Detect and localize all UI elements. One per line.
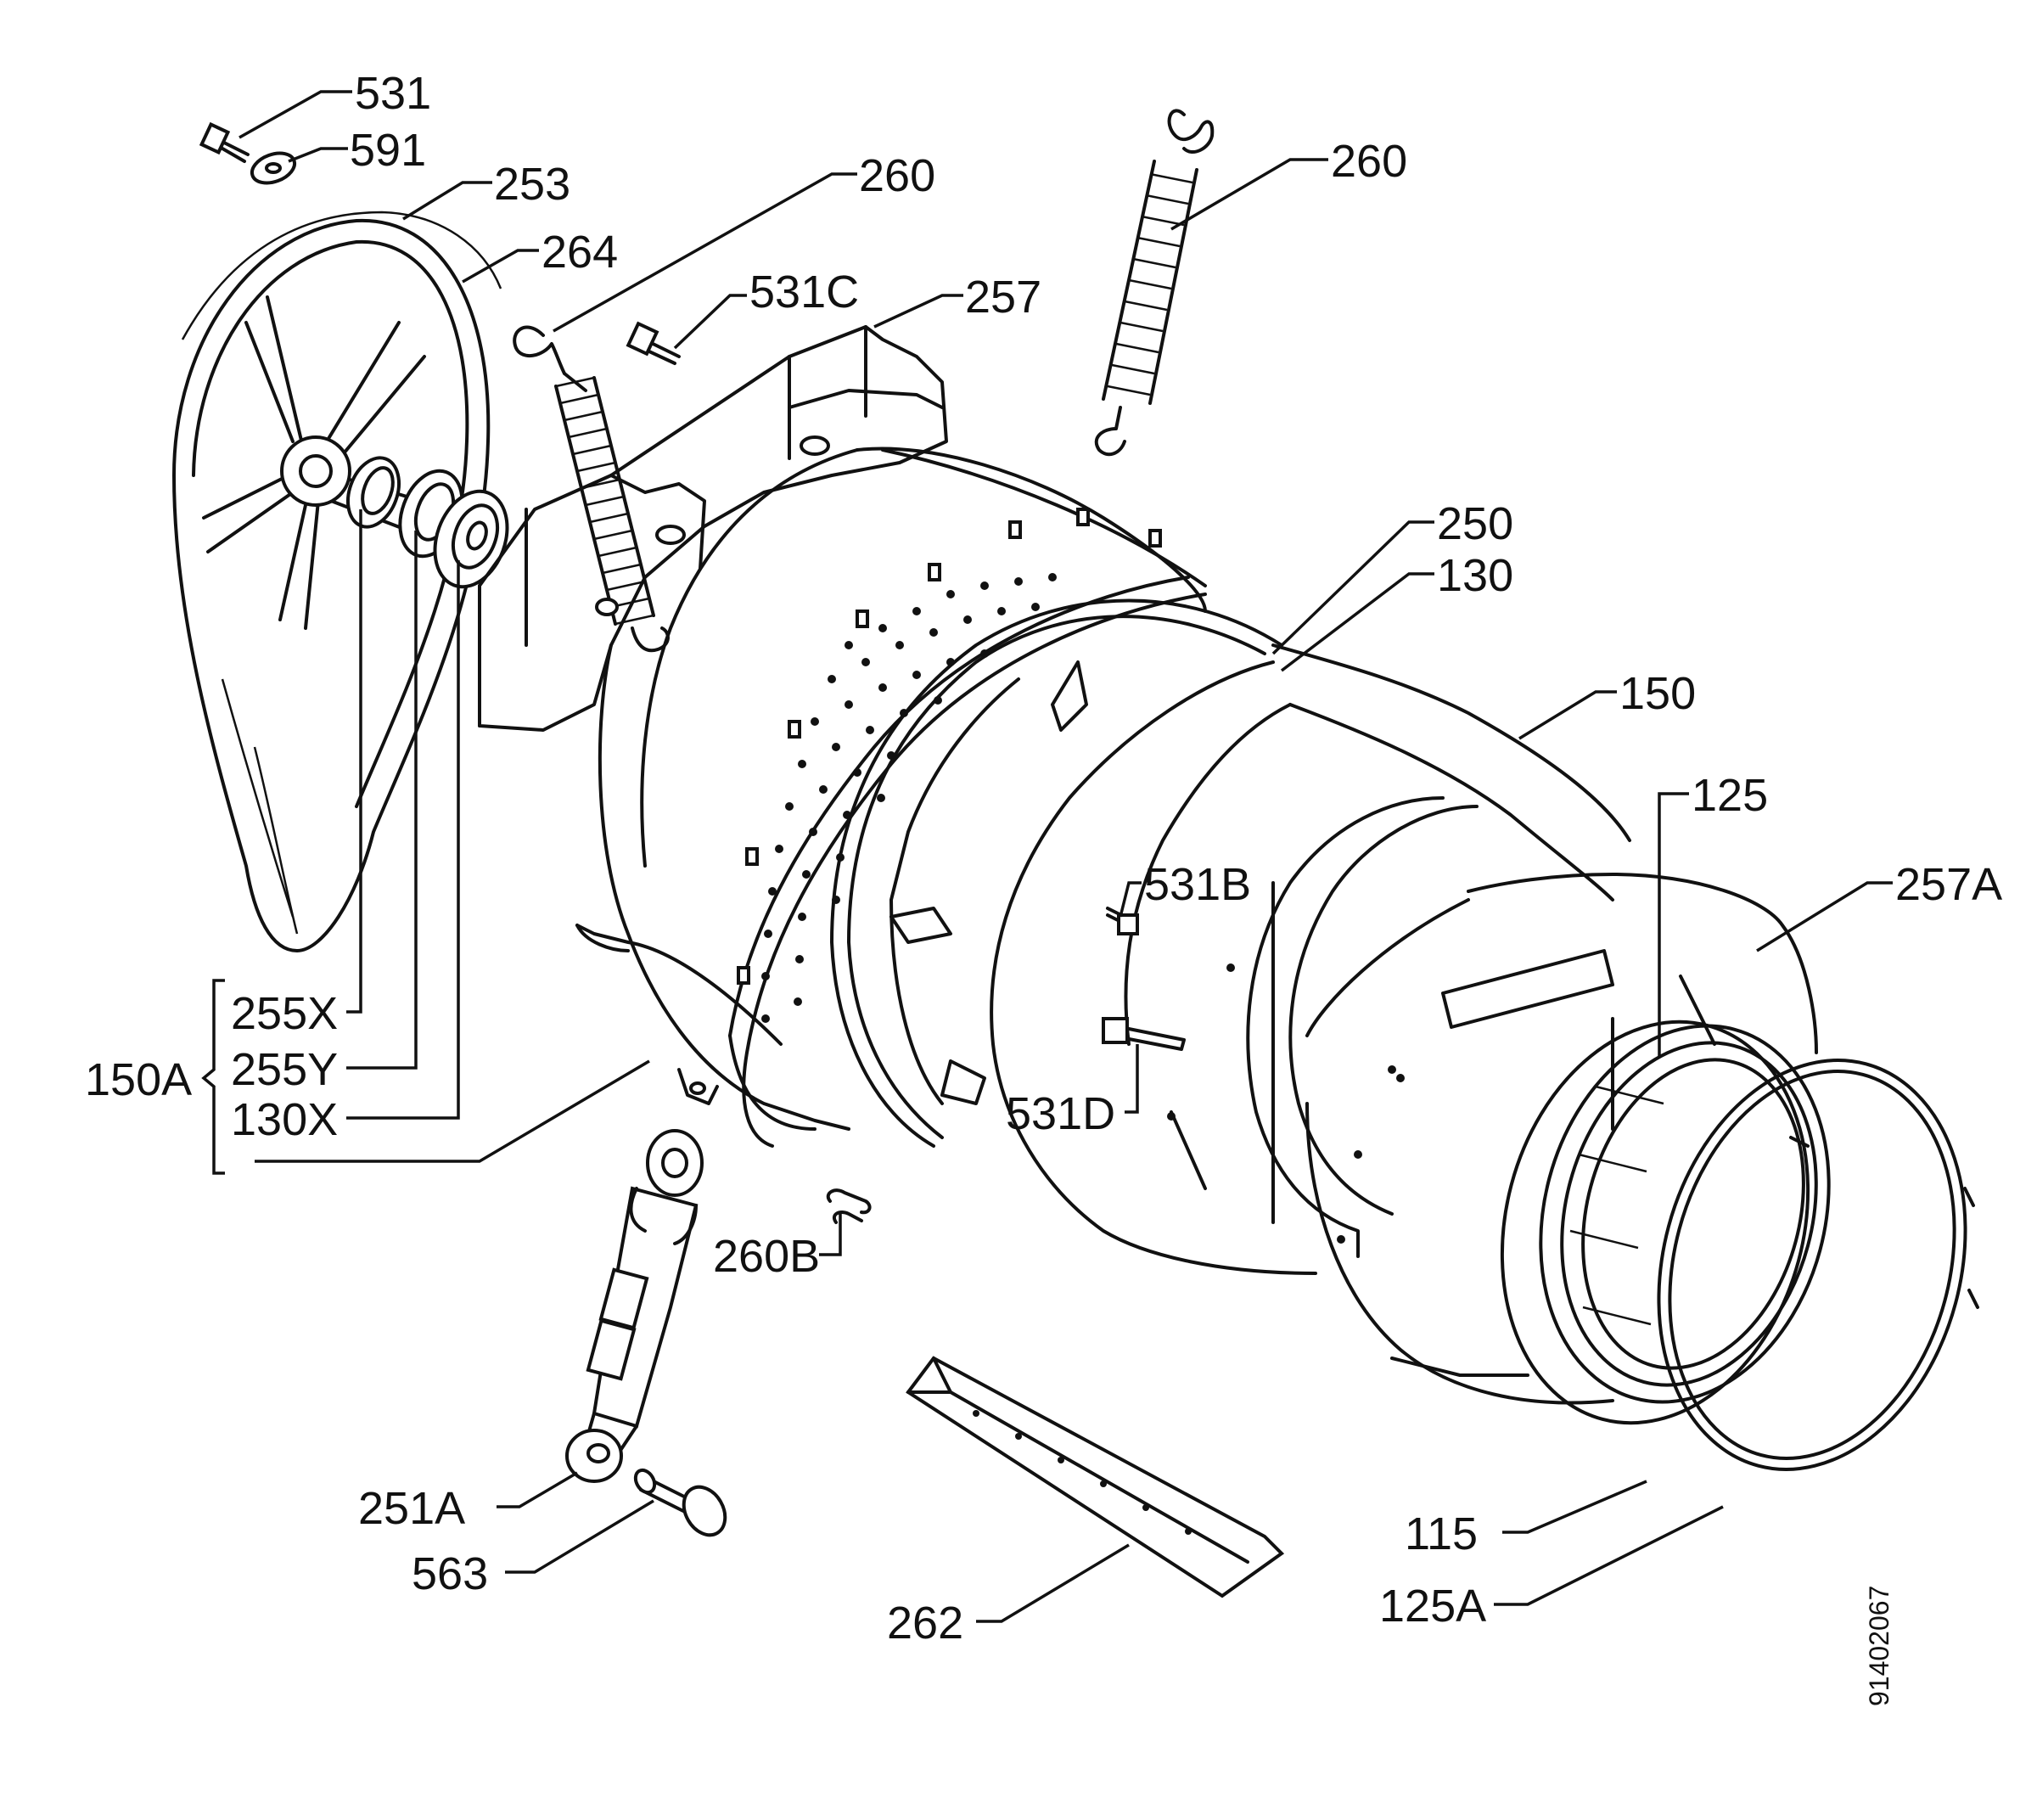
screw-531c [626, 321, 681, 365]
group-bracket-150a [201, 979, 225, 1175]
label-150a: 150A [85, 1054, 192, 1105]
label-251a: 251A [358, 1483, 465, 1534]
label-531c: 531C [749, 267, 859, 317]
label-130x: 130X [231, 1094, 338, 1145]
front-tub [990, 643, 1631, 1275]
clamp-ring-125a [1657, 1059, 1979, 1471]
label-115: 115 [1405, 1508, 1478, 1559]
label-130: 130 [1437, 550, 1513, 601]
washer-591 [250, 151, 297, 185]
front-counterweight [1305, 873, 1818, 1405]
label-563: 563 [412, 1548, 488, 1599]
shock-absorber [565, 1129, 704, 1483]
tub-seal-ring [830, 598, 1283, 1148]
baffle-262 [906, 1356, 1285, 1598]
label-260b: 260B [713, 1231, 820, 1282]
label-257: 257 [965, 272, 1041, 323]
label-260-mid: 260 [859, 150, 935, 201]
screw-531b [1106, 907, 1139, 935]
label-255y: 255Y [231, 1044, 338, 1095]
screw-531d [1102, 1017, 1186, 1051]
label-255x: 255X [231, 988, 338, 1039]
drum-holes [761, 573, 1057, 1023]
label-150: 150 [1619, 668, 1696, 719]
label-262: 262 [887, 1598, 963, 1649]
door-gasket [1539, 1024, 1831, 1404]
flange-bolts [737, 508, 1162, 985]
label-250: 250 [1437, 498, 1513, 549]
drawing-code: 91402067 [1864, 1586, 1894, 1706]
label-125: 125 [1692, 770, 1768, 821]
label-531b: 531B [1144, 859, 1251, 910]
label-531d: 531D [1006, 1088, 1115, 1139]
leader-lines [238, 90, 1893, 1623]
label-125a: 125A [1379, 1581, 1486, 1632]
rear-tub-bracket [478, 325, 948, 1131]
label-531: 531 [355, 68, 431, 119]
bearing-130x [433, 489, 509, 589]
label-257a: 257A [1895, 859, 2002, 910]
spring-260-right [1094, 109, 1215, 457]
label-264: 264 [542, 227, 618, 278]
spring-260-mid [513, 325, 670, 653]
screw-531 [199, 121, 250, 163]
label-253: 253 [494, 159, 570, 210]
drum-perforated [728, 447, 1207, 1148]
clamp-ring-125 [1500, 1020, 1810, 1425]
label-260-right: 260 [1331, 136, 1407, 187]
label-591: 591 [350, 125, 426, 176]
bolt-563 [633, 1468, 727, 1537]
clip-260b [826, 1188, 872, 1224]
pulley [172, 211, 502, 952]
